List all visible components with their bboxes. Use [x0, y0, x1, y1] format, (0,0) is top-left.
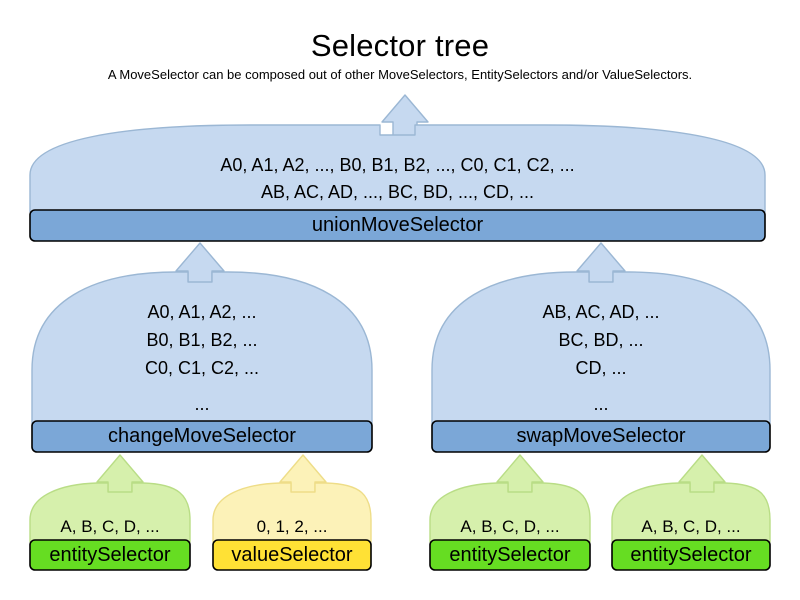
union-balloon-line-1: A0, A1, A2, ..., B0, B1, B2, ..., C0, C1…	[220, 155, 575, 175]
swap-balloon-line-3: CD, ...	[575, 358, 627, 378]
swap-balloon	[431, 271, 771, 425]
change-balloon	[31, 271, 373, 425]
change-balloon-line-4: ...	[194, 394, 210, 414]
entity-selector-box-1[interactable]	[29, 539, 191, 571]
union-balloon-line-2: AB, AC, AD, ..., BC, BD, ..., CD, ...	[260, 182, 535, 202]
swap-move-selector-label: swapMoveSelector	[516, 425, 686, 447]
page-title: Selector tree	[310, 28, 490, 63]
entity-selector-box-2[interactable]	[429, 539, 591, 571]
union-balloon	[29, 124, 766, 213]
page-subtitle: A MoveSelector can be composed out of ot…	[107, 67, 693, 82]
leaf-4-balloon	[611, 482, 771, 543]
value-selector-label: valueSelector	[231, 544, 353, 566]
swap-balloon-line-2: BC, BD, ...	[558, 330, 644, 350]
entity-selector-box-3[interactable]	[611, 539, 771, 571]
union-move-selector-bar[interactable]	[29, 209, 766, 242]
change-move-selector-bar[interactable]	[31, 420, 373, 453]
value-selector-box[interactable]	[212, 539, 372, 571]
entity-selector-label-1: entitySelector	[49, 544, 171, 566]
leaf-1-balloon-line: A, B, C, D, ...	[60, 517, 160, 536]
change-move-selector-label: changeMoveSelector	[108, 425, 296, 447]
swap-balloon-line-1: AB, AC, AD, ...	[542, 302, 660, 322]
leaf-3-balloon	[429, 482, 591, 543]
leaf-2-balloon	[212, 482, 372, 543]
swap-move-selector-bar[interactable]	[431, 420, 771, 453]
change-balloon-line-3: C0, C1, C2, ...	[144, 358, 260, 378]
change-balloon-line-2: B0, B1, B2, ...	[146, 330, 258, 350]
entity-selector-label-3: entitySelector	[630, 544, 752, 566]
leaf-1-balloon	[29, 482, 191, 543]
leaf-3-balloon-line: A, B, C, D, ...	[460, 517, 560, 536]
entity-selector-label-2: entitySelector	[449, 544, 571, 566]
leaf-4-balloon-line: A, B, C, D, ...	[641, 517, 741, 536]
leaf-2-balloon-line: 0, 1, 2, ...	[256, 517, 328, 536]
swap-balloon-line-4: ...	[593, 394, 609, 414]
union-move-selector-label: unionMoveSelector	[311, 214, 484, 236]
change-balloon-line-1: A0, A1, A2, ...	[147, 302, 257, 322]
